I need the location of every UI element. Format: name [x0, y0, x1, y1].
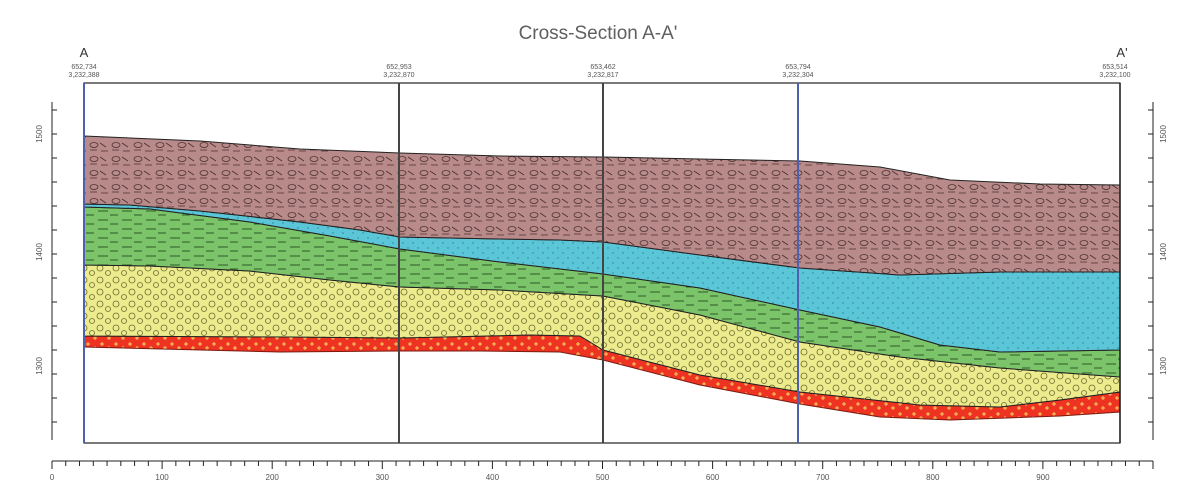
distance-tick-label: 100 — [155, 473, 169, 482]
right-elevation-axis — [1148, 102, 1154, 440]
borehole-2-easting: 652,953 — [386, 64, 411, 71]
distance-tick-labels: 0 100 200 300 400 500 600 700 800 900 — [50, 473, 1050, 482]
borehole-5-northing: 3,232,100 — [1099, 72, 1130, 79]
borehole-4-easting: 653,794 — [785, 64, 810, 71]
distance-minor-ticks — [51, 461, 1154, 469]
left-elev-tick-1300: 1300 — [35, 357, 44, 375]
borehole-5-easting: 653,514 — [1102, 64, 1127, 71]
borehole-3-easting: 653,462 — [590, 64, 615, 71]
distance-tick-label: 700 — [816, 473, 830, 482]
borehole-1-northing: 3,232,388 — [68, 72, 99, 79]
borehole-1-easting: 652,734 — [71, 64, 96, 71]
left-elevation-axis — [51, 102, 57, 440]
distance-tick-label: 900 — [1036, 473, 1050, 482]
distance-tick-label: 800 — [926, 473, 940, 482]
right-elev-tick-1500: 1500 — [1159, 125, 1168, 143]
right-elev-tick-1400: 1400 — [1159, 243, 1168, 261]
section-start-label: A — [80, 45, 89, 60]
distance-tick-label: 200 — [266, 473, 280, 482]
distance-tick-label: 600 — [706, 473, 720, 482]
borehole-2-northing: 3,232,870 — [383, 72, 414, 79]
distance-tick-label: 300 — [376, 473, 390, 482]
distance-tick-label: 0 — [50, 473, 55, 482]
left-elev-tick-1400: 1400 — [35, 243, 44, 261]
section-end-label: A' — [1116, 45, 1127, 60]
borehole-3-northing: 3,232,817 — [587, 72, 618, 79]
distance-tick-label: 400 — [486, 473, 500, 482]
left-elev-tick-1500: 1500 — [35, 125, 44, 143]
section-title: Cross-Section A-A' — [519, 23, 678, 44]
right-elev-tick-1300: 1300 — [1159, 357, 1168, 375]
distance-tick-label: 500 — [596, 473, 610, 482]
borehole-4-northing: 3,232,304 — [782, 72, 813, 79]
